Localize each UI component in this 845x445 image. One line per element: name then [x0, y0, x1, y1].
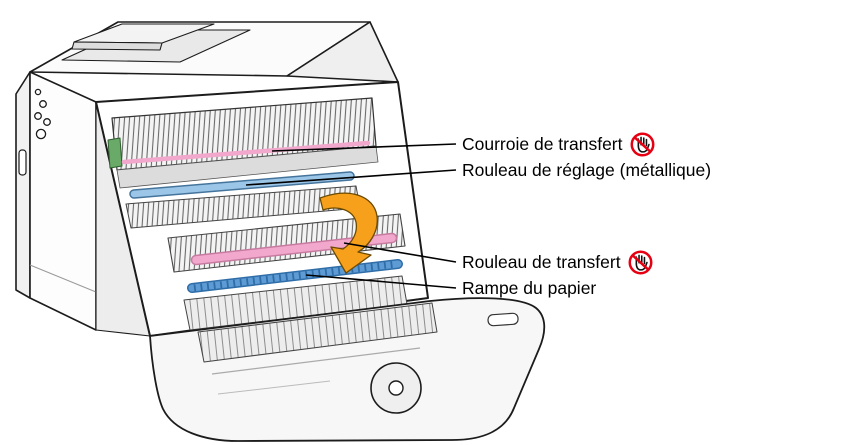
label-transfer-belt-text: Courroie de transfert [462, 134, 623, 154]
belt-unit-lower-band [116, 145, 379, 189]
paper-ramp-comb [193, 260, 397, 292]
label-transfer-belt: Courroie de transfert [462, 132, 655, 156]
label-registration-roller-text: Rouleau de réglage (métallique) [462, 160, 712, 180]
label-paper-ramp: Rampe du papier [462, 276, 596, 300]
transfer-belt [121, 140, 371, 165]
control-panel-buttons [34, 88, 51, 140]
printer-left-edge [15, 71, 31, 299]
cover-roller-hub [388, 380, 404, 396]
printer-top-right-edge [286, 21, 399, 83]
registration-roller [130, 172, 354, 198]
open-cover [149, 297, 546, 442]
front-handle [18, 149, 27, 176]
callout-line-registration-roller [245, 169, 457, 186]
label-registration-roller: Rouleau de réglage (métallique) [462, 158, 711, 182]
cover-hatched-band [197, 302, 438, 363]
open-cover-down-arrow-icon [319, 192, 378, 274]
callout-line-paper-ramp [305, 274, 457, 289]
green-lever [107, 137, 123, 169]
do-not-touch-icon [630, 132, 654, 156]
label-transfer-roller-text: Rouleau de transfert [462, 252, 621, 272]
printer-interior [95, 81, 429, 337]
do-not-touch-icon [628, 250, 653, 274]
printer-front-face [29, 71, 97, 331]
paper-ramp [188, 260, 402, 292]
cover-latch-slot [487, 312, 519, 327]
label-transfer-roller: Rouleau de transfert [462, 250, 653, 274]
callout-line-transfer-roller [343, 242, 457, 263]
label-paper-ramp-text: Rampe du papier [462, 278, 597, 298]
callout-line-transfer-belt [271, 143, 457, 152]
callout-lines [245, 143, 457, 289]
output-tray-lid-edge [71, 41, 163, 51]
